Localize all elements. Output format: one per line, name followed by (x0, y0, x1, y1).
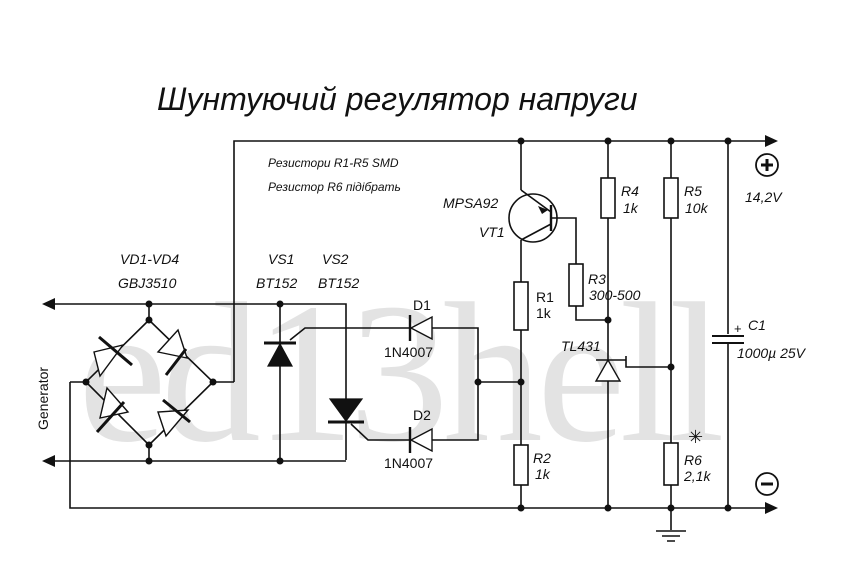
bridge-value: GBJ3510 (118, 275, 177, 291)
vs1-ref: VS1 (268, 251, 294, 267)
capacitor-c1 (712, 335, 744, 344)
r5-ref: R5 (684, 183, 702, 199)
thyristor-vs1 (264, 341, 296, 367)
resistor-r1 (513, 281, 529, 331)
bridge-ref: VD1-VD4 (120, 251, 179, 267)
d2-ref: D2 (413, 407, 431, 423)
negative-terminal-icon (755, 472, 779, 496)
r5-value: 10k (685, 200, 709, 216)
r6-ref: R6 (684, 452, 702, 468)
positive-voltage-label: 14,2V (745, 189, 783, 205)
r3-ref: R3 (588, 271, 606, 287)
r1-ref: R1 (536, 289, 554, 305)
diode-bridge (84, 318, 215, 447)
d1-value: 1N4007 (384, 344, 433, 360)
d2-value: 1N4007 (384, 455, 433, 471)
r4-value: 1k (623, 200, 639, 216)
arrow-generator-top (42, 298, 55, 310)
c1-value: 1000µ 25V (737, 345, 807, 361)
junction-dots (82, 137, 732, 512)
watermark: ed13hell (78, 263, 721, 484)
shunt-regulator-tl431 (594, 358, 626, 382)
vt1-ref: VT1 (479, 224, 505, 240)
r1-value: 1k (536, 305, 552, 321)
r2-value: 1k (535, 466, 551, 482)
resistor-r6 (663, 442, 679, 486)
r3-value: 300-500 (589, 287, 641, 303)
diode-d2 (408, 427, 433, 453)
arrow-positive-out (765, 135, 778, 147)
page-title: Шунтуючий регулятор напруги (157, 81, 638, 117)
resistor-r5 (663, 177, 679, 219)
thyristor-vs2 (328, 398, 364, 424)
arrow-generator-bottom (42, 455, 55, 467)
vs2-value: BT152 (318, 275, 359, 291)
vt1-value: MPSA92 (443, 195, 498, 211)
generator-label: Generator (35, 367, 51, 430)
note-smd: Резистори R1-R5 SMD (268, 156, 399, 170)
resistor-r3 (568, 263, 584, 307)
r6-value: 2,1k (683, 468, 711, 484)
positive-terminal-icon (755, 153, 779, 177)
vs1-value: BT152 (256, 275, 297, 291)
r4-ref: R4 (621, 183, 639, 199)
c1-ref: C1 (748, 317, 766, 333)
arrow-negative-out (765, 502, 778, 514)
d1-ref: D1 (413, 297, 431, 313)
r2-ref: R2 (533, 450, 551, 466)
tl431-ref: TL431 (561, 338, 601, 354)
r6-select-marker: ✳ (688, 427, 703, 447)
vs2-ref: VS2 (322, 251, 349, 267)
resistor-r4 (600, 177, 616, 219)
note-r6: Резистор R6 підібрать (268, 180, 401, 194)
c1-polarity: + (734, 321, 742, 336)
transistor-vt1 (508, 189, 560, 243)
diode-d1 (408, 315, 433, 341)
resistor-r2 (513, 444, 529, 486)
